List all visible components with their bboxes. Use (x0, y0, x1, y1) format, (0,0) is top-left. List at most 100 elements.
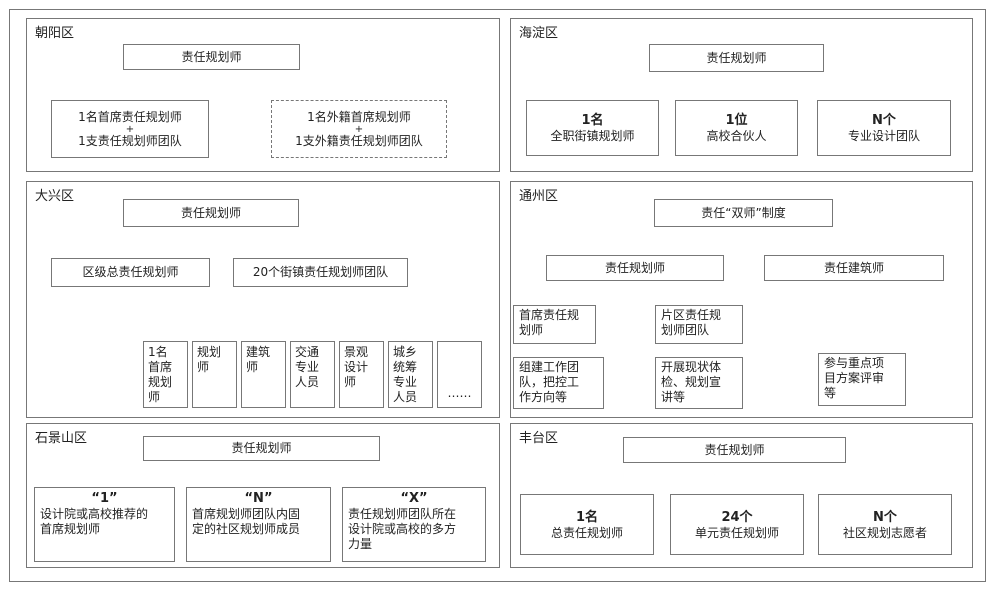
panel-title: 朝阳区 (35, 26, 75, 41)
node-planner-root: 责任规划师 (123, 44, 300, 70)
node-design-team: N个 专业设计团队 (817, 100, 951, 156)
outer-frame (9, 9, 986, 582)
node-line: 等 (824, 386, 837, 400)
node-line: 设计 (344, 360, 369, 374)
plus-sign: + (354, 123, 364, 135)
node-planner: 规划 师 (192, 341, 237, 408)
node-planner-root: 责任规划师 (649, 44, 824, 72)
node-count: 24个 (721, 509, 753, 525)
node-tag: “N” (244, 491, 273, 506)
node-line: 交通 (295, 345, 320, 359)
node-chief-planner: 1名 首席 规划 师 (143, 341, 188, 408)
node-line: 首席 (148, 360, 173, 374)
node-label: 责任规划师 (706, 50, 767, 65)
node-count: 1名 (575, 509, 599, 525)
node-tag: “X” (400, 491, 428, 506)
node-one-chief: “1” 设计院或高校推荐的 首席规划师 (34, 487, 175, 562)
node-line: 检、规划宣 (661, 375, 722, 389)
node-fulltime-street-planner: 1名 全职街镇规划师 (526, 100, 659, 156)
node-line: 人员 (295, 375, 320, 389)
node-label: 区级总责任规划师 (82, 265, 179, 279)
node-district-chief-planner: 区级总责任规划师 (51, 258, 210, 287)
node-area-planner-team: 片区责任规 划师团队 (655, 305, 743, 344)
node-line: 首席责任规 (519, 308, 580, 322)
node-chief-planner: 首席责任规 划师 (513, 305, 596, 344)
node-line: 1支外籍责任规划师团队 (295, 133, 423, 148)
node-line: 设计院或高校推荐的 (40, 507, 149, 521)
node-community-volunteers: N个 社区规划志愿者 (818, 494, 952, 555)
panel-title: 通州区 (519, 189, 559, 204)
node-label: 责任规划师 (704, 442, 765, 457)
node-label: 责任规划师 (180, 205, 241, 220)
node-line: 1支责任规划师团队 (78, 133, 182, 148)
node-architect: 建筑 师 (241, 341, 286, 408)
node-architect-task: 参与重点项 目方案评审 等 (818, 353, 906, 406)
node-chief-task: 组建工作团 队，把控工 作方向等 (513, 357, 604, 409)
panel-title: 丰台区 (519, 431, 559, 446)
node-line: 统筹 (393, 360, 418, 374)
node-label: 总责任规划师 (550, 525, 623, 540)
node-more: …… (437, 341, 482, 408)
node-line: 划师 (519, 323, 544, 337)
node-urban-rural-staff: 城乡 统筹 专业 人员 (388, 341, 433, 408)
node-line: 设计院或高校的多方 (348, 522, 457, 536)
node-line: 力量 (348, 537, 373, 551)
node-unit-planners: 24个 单元责任规划师 (670, 494, 804, 555)
node-line: 人员 (393, 390, 418, 404)
node-planner-root: 责任规划师 (143, 436, 380, 461)
node-line: 讲等 (661, 390, 686, 404)
node-chief-and-team: 1名首席责任规划师 + 1支责任规划师团队 (51, 100, 209, 158)
node-landscape-designer: 景观 设计 师 (339, 341, 384, 408)
node-area-task: 开展现状体 检、规划宣 讲等 (655, 357, 743, 409)
node-responsible-planner: 责任规划师 (546, 255, 724, 281)
node-label: 责任规划师 (181, 49, 242, 64)
node-label: 责任规划师 (604, 260, 665, 275)
node-responsible-architect: 责任建筑师 (764, 255, 944, 281)
node-label: 责任建筑师 (823, 260, 884, 275)
ellipsis: …… (447, 386, 472, 400)
node-line: 片区责任规 (661, 308, 722, 322)
node-line: 划师团队 (661, 323, 710, 337)
node-university-partner: 1位 高校合伙人 (675, 100, 798, 156)
node-general-planner: 1名 总责任规划师 (520, 494, 654, 555)
node-line: 组建工作团 (519, 360, 580, 374)
node-line: 城乡 (393, 345, 418, 359)
node-line: 目方案评审 (824, 371, 885, 385)
node-foreign-chief-and-team: 1名外籍首席规划师 + 1支外籍责任规划师团队 (271, 100, 447, 158)
node-line: 首席规划师团队内固 (192, 507, 301, 521)
node-line: 师 (344, 375, 357, 389)
node-line: 规划 (148, 375, 173, 389)
node-count: 1位 (725, 113, 748, 128)
node-count: N个 (872, 113, 896, 128)
node-line: 1名 (148, 345, 168, 359)
node-line: 定的社区规划师成员 (192, 522, 301, 536)
node-line: 首席规划师 (40, 522, 101, 536)
node-line: 建筑 (246, 345, 271, 359)
node-dual-system: 责任“双师”制度 (654, 199, 833, 227)
node-line: 队，把控工 (519, 375, 580, 389)
node-line: 开展现状体 (661, 360, 722, 374)
node-line: 师 (246, 360, 259, 374)
node-line: 1名外籍首席规划师 (307, 109, 411, 124)
node-count: 1名 (581, 113, 604, 128)
node-line: 责任规划师团队所在 (348, 507, 457, 521)
node-label: 20个街镇责任规划师团队 (252, 265, 389, 279)
node-x-forces: “X” 责任规划师团队所在 设计院或高校的多方 力量 (342, 487, 486, 562)
panel-title: 大兴区 (35, 189, 75, 204)
node-label: 全职街镇规划师 (550, 129, 635, 143)
node-label: 社区规划志愿者 (842, 525, 927, 540)
node-line: 师 (197, 360, 210, 374)
node-planner-root: 责任规划师 (123, 199, 299, 227)
node-count: N个 (873, 509, 897, 525)
node-line: 参与重点项 (824, 356, 885, 370)
node-label: 责任规划师 (231, 441, 292, 455)
node-line: 专业 (393, 375, 418, 389)
node-street-planner-teams: 20个街镇责任规划师团队 (233, 258, 408, 287)
node-label: 单元责任规划师 (694, 525, 779, 540)
node-line: 专业 (295, 360, 320, 374)
node-line: 规划 (197, 345, 222, 359)
node-label: 专业设计团队 (847, 129, 920, 143)
node-line: 作方向等 (519, 390, 568, 404)
node-line: 师 (148, 390, 161, 404)
panel-title: 海淀区 (519, 26, 559, 41)
